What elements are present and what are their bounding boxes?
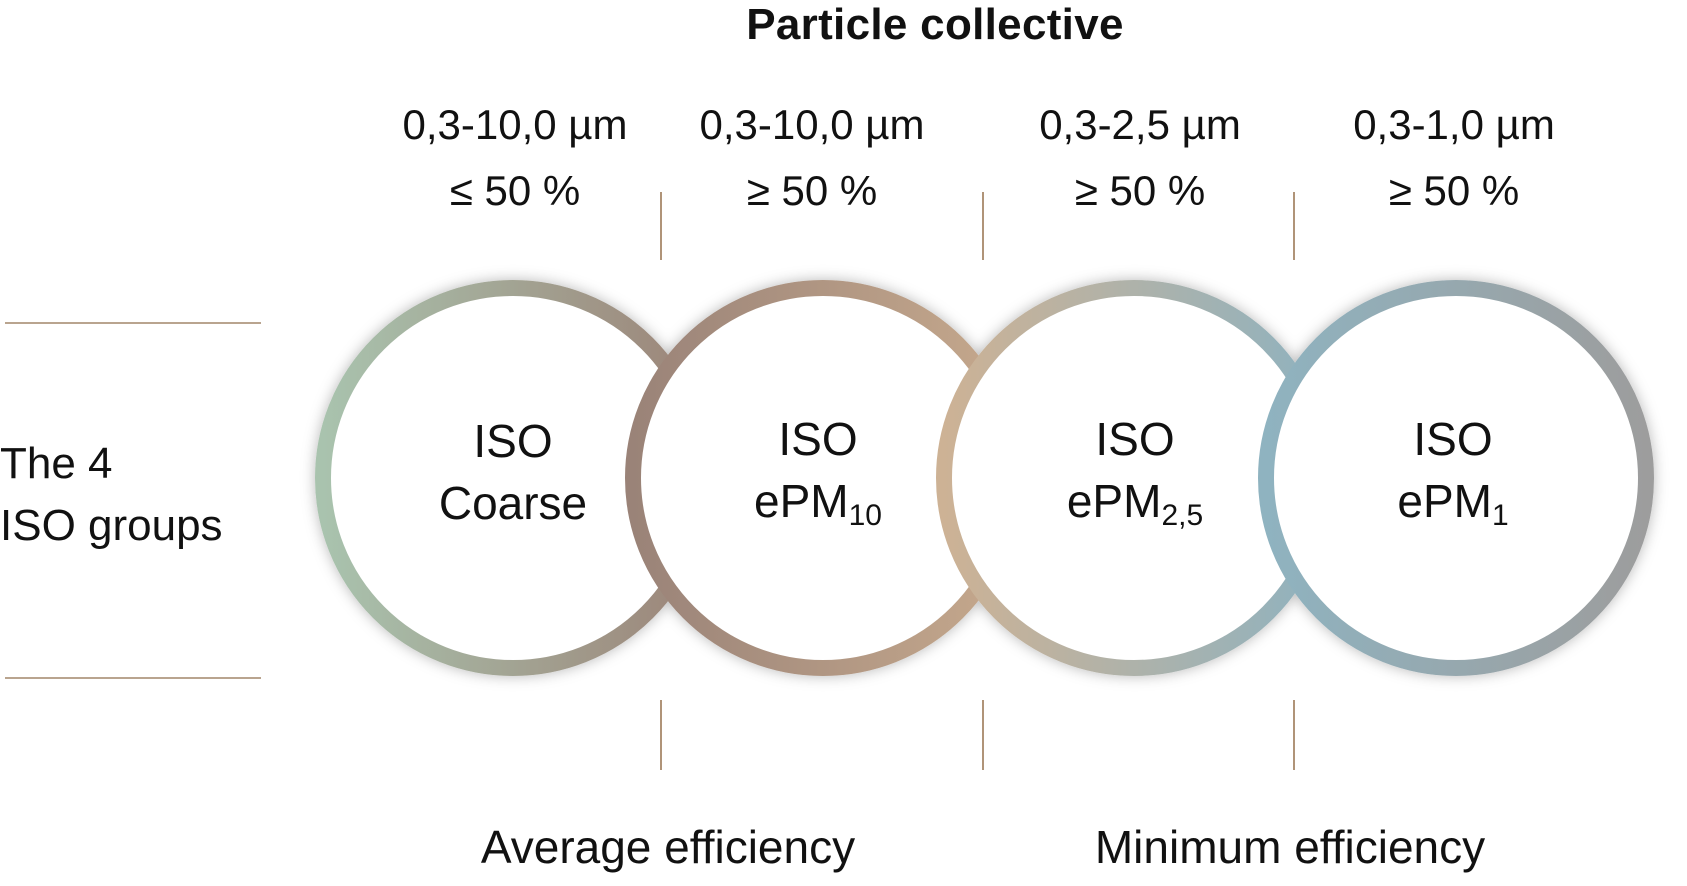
label-line1: ISO [1095,413,1175,465]
divider-bottom [5,677,261,679]
separator-top-1 [660,192,662,260]
divider-top [5,322,261,324]
subscript: 10 [848,499,882,532]
range-size: 0,3-2,5 µm [1039,101,1241,148]
subscript: 2,5 [1161,499,1204,532]
footer-average-efficiency: Average efficiency [480,821,856,873]
circle-iso-epm1 [1258,280,1654,676]
range-epm10: 0,3-10,0 µm ≥ 50 % [662,92,962,224]
range-size: 0,3-1,0 µm [1353,101,1555,148]
range-efficiency: ≥ 50 % [746,167,878,214]
separator-top-3 [1293,192,1295,260]
range-coarse: 0,3-10,0 µm ≤ 50 % [365,92,665,224]
label-iso-epm10: ISO ePM10 [688,408,948,532]
diagram-title: Particle collective [746,0,1124,49]
label-iso-epm1: ISO ePM1 [1323,408,1583,532]
label-line2: ePM1 [1397,475,1509,532]
separator-top-2 [982,192,984,260]
range-efficiency: ≥ 50 % [1388,167,1520,214]
label-iso-epm25: ISO ePM2,5 [1005,408,1265,532]
label-line1: ISO [1413,413,1493,465]
label-line2: ePM2,5 [1066,475,1204,532]
footer-minimum-efficiency: Minimum efficiency [1094,821,1486,873]
side-label-line1: The 4 [0,439,113,488]
separator-bottom-1 [660,700,662,770]
label-line2: ePM10 [754,475,882,532]
range-size: 0,3-10,0 µm [402,101,628,148]
range-epm1: 0,3-1,0 µm ≥ 50 % [1304,92,1604,224]
label-iso-coarse: ISO Coarse [383,410,643,534]
label-line1: ISO [778,413,858,465]
side-label: The 4 ISO groups [0,433,223,557]
range-efficiency: ≤ 50 % [449,167,581,214]
subscript: 1 [1491,499,1509,532]
range-epm25: 0,3-2,5 µm ≥ 50 % [990,92,1290,224]
range-size: 0,3-10,0 µm [699,101,925,148]
label-line2: Coarse [438,477,588,529]
side-label-line2: ISO groups [0,501,223,550]
range-efficiency: ≥ 50 % [1074,167,1206,214]
separator-bottom-3 [1293,700,1295,770]
label-line1: ISO [473,415,553,467]
separator-bottom-2 [982,700,984,770]
